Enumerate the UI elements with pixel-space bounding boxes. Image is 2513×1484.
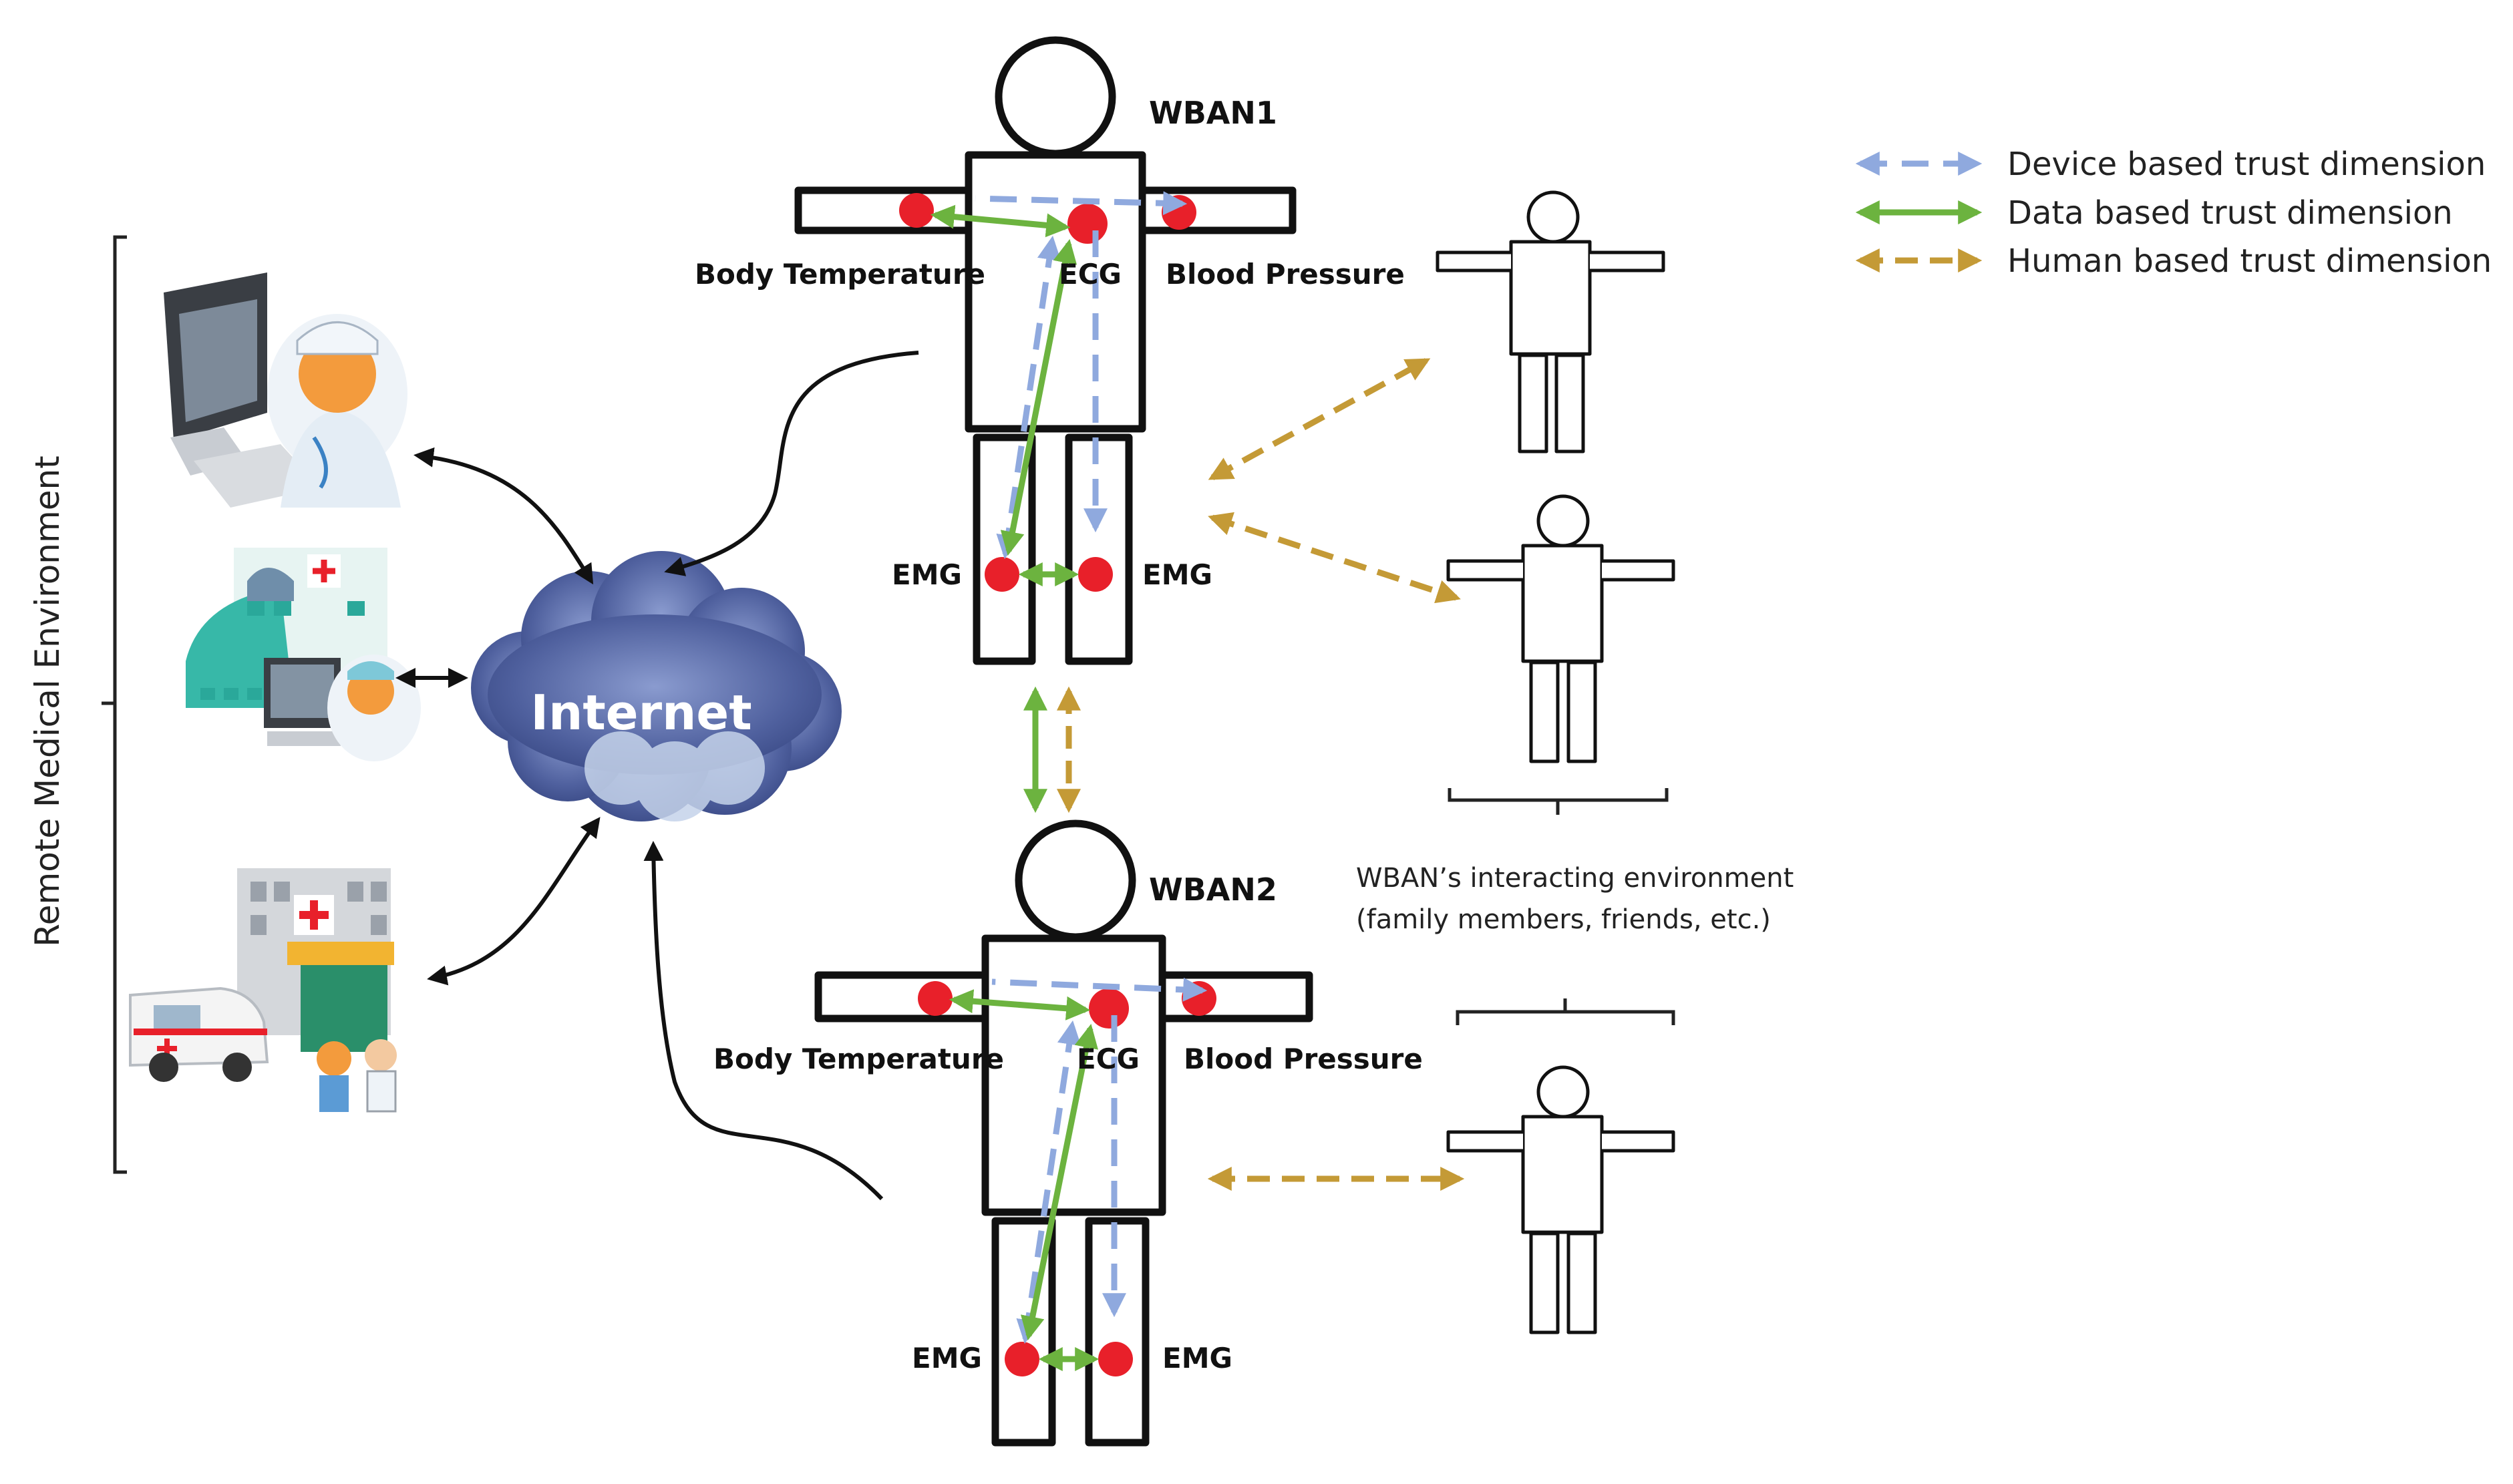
wban1-title: WBAN1 [1149, 95, 1277, 131]
doctor-internet-arrow [413, 447, 594, 585]
wban2-blood-pressure-sensor [1182, 981, 1216, 1016]
wban2-body-temperature-label: Body Temperature [713, 1043, 1004, 1075]
person-figure-3 [1446, 1065, 1675, 1334]
remote-medical-environment: Remote Medical Environment [28, 235, 421, 1174]
wban2-emg-left-label: EMG [912, 1342, 982, 1374]
wban1-emg-left-label: EMG [892, 558, 962, 591]
wban2-title: WBAN2 [1149, 872, 1277, 908]
wban2-blood-pressure-label: Blood Pressure [1184, 1043, 1423, 1075]
person-figure-2 [1446, 494, 1675, 763]
legend: Device based trust dimension Data based … [1855, 146, 2492, 280]
wban1-emg-left-sensor [985, 557, 1019, 592]
human-arrow-1 [1208, 358, 1431, 480]
wban2-figure: WBAN2 Body Temperature ECG Blood Pressur… [713, 819, 1423, 1447]
network-connectors [395, 351, 919, 1201]
wban1-internet-arrow [664, 351, 919, 576]
wban1-figure: WBAN1 Body Temperature ECG Blood Pressur… [695, 36, 1405, 665]
ambulance-internet-arrow [427, 817, 601, 986]
person-figure-1 [1436, 190, 1665, 453]
ambulance-hospital-icon [129, 868, 397, 1113]
legend-item-human: Human based trust dimension [1855, 242, 2492, 280]
internet-cloud-icon: Internet [471, 551, 842, 821]
wban1-emg-right-sensor [1078, 557, 1113, 592]
doctor-computer-icon [164, 272, 407, 508]
wban2-internet-arrow [643, 841, 884, 1201]
wban1-body-temperature-label: Body Temperature [695, 258, 985, 291]
environment-label-line2: (family members, friends, etc.) [1356, 904, 1771, 935]
human-arrow-2 [1208, 512, 1461, 604]
environment-bracket-bottom [1456, 998, 1675, 1025]
wban2-ecg-sensor [1089, 988, 1129, 1029]
wban1-ecg-sensor [1067, 204, 1108, 244]
svg-text:Device based trust dimension: Device based trust dimension [2007, 146, 2486, 183]
svg-text:Human based trust dimension: Human based trust dimension [2007, 242, 2492, 280]
wban2-body-temp-sensor [918, 981, 953, 1016]
environment-bracket-top [1448, 788, 1669, 815]
left-bracket [102, 235, 127, 1174]
hospital-database-icon [186, 548, 421, 761]
environment-label-line1: WBAN’s interacting environment [1356, 863, 1794, 894]
interacting-environment: WBAN’s interacting environment (family m… [1207, 190, 1794, 1334]
side-label: Remote Medical Environment [28, 455, 67, 947]
wban2-emg-left-sensor [1005, 1342, 1039, 1376]
wban2-emg-right-sensor [1098, 1342, 1133, 1376]
wban1-body-temp-sensor [899, 193, 934, 228]
wban1-emg-right-label: EMG [1142, 558, 1212, 591]
wban-link-arrows [1023, 686, 1081, 813]
wban1-ecg-label: ECG [1059, 258, 1122, 291]
legend-item-device: Device based trust dimension [1855, 146, 2486, 183]
wban1-blood-pressure-label: Blood Pressure [1166, 258, 1405, 291]
wban1-blood-pressure-sensor [1162, 195, 1196, 230]
internet-label: Internet [530, 685, 751, 741]
wban2-ecg-label: ECG [1077, 1043, 1140, 1075]
legend-item-data: Data based trust dimension [1855, 194, 2453, 232]
svg-text:Data based trust dimension: Data based trust dimension [2007, 194, 2453, 232]
wban2-emg-right-label: EMG [1162, 1342, 1232, 1374]
